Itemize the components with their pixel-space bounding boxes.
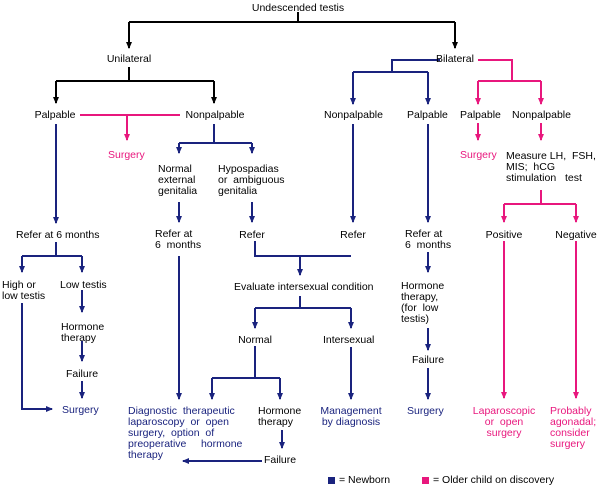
node-management: Management by diagnosis	[320, 405, 382, 428]
node-evaluate: Evaluate intersexual condition	[234, 281, 374, 293]
legend-newborn-swatch	[328, 477, 335, 484]
node-low-testis: Low testis	[60, 279, 107, 291]
node-b-nonpalp: Nonpalpable	[324, 109, 383, 121]
edge-high-low-to-surgery	[21, 303, 53, 412]
node-diagnostic: Diagnostic therapeutic laparoscopy or op…	[128, 405, 243, 461]
node-b-failure: Failure	[411, 354, 445, 366]
node-intersexual: Intersexual	[323, 334, 375, 346]
node-b-hormone: Hormone therapy, (for low testis)	[401, 280, 445, 325]
node-failure-n: Failure	[264, 454, 297, 466]
edge-bilateral-to-older	[478, 59, 513, 81]
node-b-surgery: Surgery	[407, 405, 444, 417]
node-u-surgery-older: Surgery	[108, 149, 145, 161]
node-normal-genitalia: Normal external genitalia	[158, 163, 198, 197]
edge-bilateral-to-newborn	[391, 59, 440, 72]
node-u-palpable: Palpable	[34, 109, 76, 121]
node-o-palpable: Palpable	[460, 109, 501, 121]
edge-hypo-refer-down	[254, 241, 351, 257]
node-b-refer6: Refer at 6 months	[405, 228, 452, 251]
edge-palpable-to-surgery-older	[80, 114, 180, 140]
legend-newborn-label: = Newborn	[339, 474, 391, 486]
node-hypospadias: Hypospadias or ambiguous genitalia	[218, 163, 285, 197]
node-b-refer: Refer	[340, 229, 366, 241]
node-positive: Positive	[485, 229, 523, 241]
node-refer-hyp: Refer	[239, 229, 265, 241]
node-normal: Normal	[238, 334, 272, 346]
node-lap-open: Laparoscopic or open surgery	[472, 405, 536, 439]
node-refer-6-months: Refer at 6 months	[16, 229, 100, 241]
node-o-surgery: Surgery	[460, 149, 497, 161]
node-surgery-u: Surgery	[62, 404, 99, 416]
node-agonadal: Probably agonadal; consider surgery	[550, 405, 597, 450]
legend-older-label: = Older child on discovery	[433, 474, 555, 486]
legend-older-swatch	[422, 477, 429, 484]
node-measure: Measure LH, FSH, MIS; hCG stimulation te…	[506, 150, 596, 184]
node-failure-u: Failure	[65, 368, 99, 380]
legend-older: = Older child on discovery	[422, 475, 554, 486]
legend-newborn: = Newborn	[328, 475, 390, 486]
node-refer-at-6: Refer at 6 months	[155, 228, 202, 251]
node-b-palp: Palpable	[407, 109, 448, 121]
node-negative: Negative	[555, 229, 597, 241]
node-root: Undescended testis	[251, 2, 345, 14]
node-hormone-u: Hormone therapy	[61, 321, 105, 344]
node-high-low: High or low testis	[2, 279, 46, 302]
node-o-nonpalp: Nonpalpable	[512, 109, 571, 121]
node-hormone-n: Hormone therapy	[258, 405, 302, 428]
node-u-nonpalpable: Nonpalpable	[185, 109, 245, 121]
node-bilateral: Bilateral	[436, 53, 474, 65]
node-unilateral: Unilateral	[106, 53, 152, 65]
